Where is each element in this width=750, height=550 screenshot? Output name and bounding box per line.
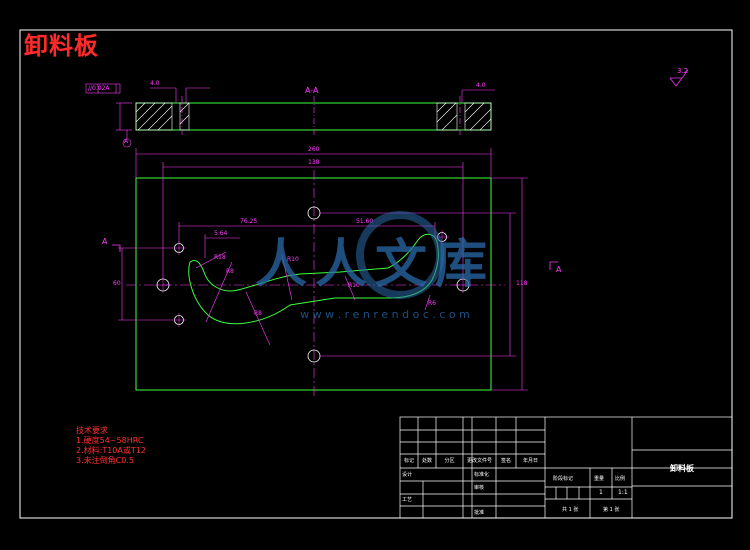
title-block: [399, 416, 733, 519]
tb-design: 设计: [402, 472, 413, 478]
tb-col-label: 更改文件号: [466, 458, 492, 464]
radius-label: R6: [428, 300, 436, 307]
radius-label: R8: [226, 268, 234, 275]
dim-thickness-top: 4.0: [150, 80, 160, 87]
sheet-border: [19, 29, 733, 519]
radius-label: R18: [214, 254, 226, 261]
hatch-left: [135, 102, 190, 131]
notes-heading: 技术要求: [76, 426, 108, 435]
drawing-title: 卸料板: [24, 32, 99, 60]
tb-scale-label: 比例: [615, 476, 626, 482]
section-label: A-A: [305, 86, 319, 95]
cut-label-left: A: [102, 237, 108, 246]
surface-finish-mark: [669, 69, 689, 87]
dim-5: 5.64: [214, 230, 228, 237]
tb-sheet-no: 第 1 张: [603, 507, 620, 513]
punch-cavity-profile: [188, 233, 439, 325]
plan-view: [112, 148, 558, 398]
section-view: [116, 87, 495, 148]
tb-weight: 重量: [594, 476, 605, 482]
dim-overall-width: 260: [308, 146, 320, 153]
tb-sheet-total: 共 1 张: [562, 507, 579, 513]
hatch-right: [436, 102, 492, 131]
flatness-label: //0.02A: [88, 85, 110, 92]
dim-inner-width: 138: [308, 159, 320, 166]
plate-outline: [135, 177, 492, 391]
tb-part-name: 卸料板: [670, 464, 694, 473]
radius-label: R8: [254, 310, 262, 317]
notes-item: 2.材料:T10A或T12: [76, 446, 146, 455]
dim-51: 51.60: [356, 218, 374, 225]
dim-thickness-right: 4.0: [476, 82, 486, 89]
tb-col-label: 年月日: [522, 458, 538, 464]
technical-notes: 技术要求 1.硬度54~58HRC 2.材料:T10A或T12 3.未注倒角C0…: [76, 426, 146, 466]
tb-process: 工艺: [402, 497, 413, 503]
notes-item: 1.硬度54~58HRC: [76, 436, 144, 445]
cut-label-right: A: [556, 265, 562, 274]
tb-standard: 标准化: [474, 472, 490, 478]
tb-approve: 批准: [474, 510, 485, 516]
tb-quantity: 1: [599, 489, 603, 496]
datum-label: A: [124, 138, 129, 145]
dim-left-height: 60: [113, 280, 121, 287]
tb-col-label: 标记: [403, 458, 414, 464]
dim-76: 76.25: [240, 218, 258, 225]
dim-overall-height: 118: [516, 280, 528, 287]
tb-check: 审核: [474, 485, 485, 491]
tb-stage: 阶段标记: [553, 476, 574, 482]
radius-label: R10: [348, 282, 360, 289]
surface-finish-value: 3.2: [677, 67, 689, 75]
tb-scale: 1:1: [618, 489, 628, 496]
tb-col-label: 处数: [421, 458, 432, 464]
radius-label: R10: [287, 256, 299, 263]
tb-col-label: 分区: [444, 458, 455, 464]
revision-header-row: 标记 处数 分区 更改文件号 签名 年月日: [400, 457, 545, 464]
tb-col-label: 签名: [500, 458, 511, 464]
notes-item: 3.未注倒角C0.5: [76, 456, 134, 465]
flatness-frame: [85, 83, 121, 94]
